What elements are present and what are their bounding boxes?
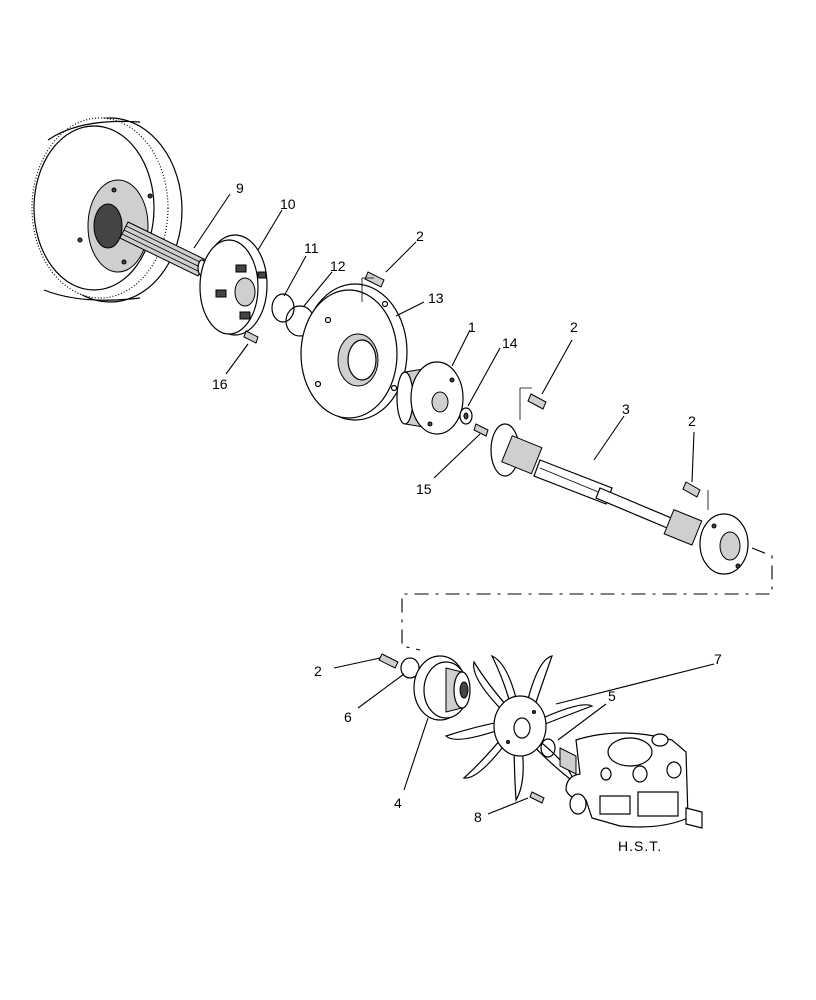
bolt xyxy=(682,481,701,498)
callout-14: 14 xyxy=(502,335,518,351)
callout-10: 10 xyxy=(280,196,296,212)
bolt xyxy=(527,393,547,410)
fan-hub xyxy=(413,655,471,721)
callout-15: 15 xyxy=(416,481,432,497)
callout-16: 16 xyxy=(212,376,228,392)
flywheel xyxy=(31,117,183,303)
snap-ring xyxy=(271,293,295,323)
bolt xyxy=(364,271,385,288)
callout-3: 3 xyxy=(622,401,630,417)
callout-6: 6 xyxy=(344,709,352,725)
callout-12: 12 xyxy=(330,258,346,274)
bolt xyxy=(378,653,399,669)
callout-9: 9 xyxy=(236,180,244,196)
bolt xyxy=(243,330,259,344)
hst-pump xyxy=(559,732,703,829)
callouts: 9 10 11 12 2 13 1 14 16 15 2 3 2 2 6 4 7… xyxy=(212,180,722,825)
callout-2-lower: 2 xyxy=(314,663,322,679)
callout-1: 1 xyxy=(468,319,476,335)
washer xyxy=(459,407,473,425)
callout-4: 4 xyxy=(394,795,402,811)
leader-lines xyxy=(193,193,715,815)
callout-11: 11 xyxy=(304,240,319,256)
adapter-housing xyxy=(300,283,408,421)
bolt xyxy=(529,791,545,804)
callout-2-right: 2 xyxy=(688,413,696,429)
callout-13: 13 xyxy=(428,290,444,306)
callout-2-top: 2 xyxy=(416,228,424,244)
callout-7: 7 xyxy=(714,651,722,667)
damper-plate xyxy=(199,234,268,336)
callout-2-mid: 2 xyxy=(570,319,578,335)
callout-5: 5 xyxy=(608,688,616,704)
coupling-hub xyxy=(396,361,464,435)
seal-ring xyxy=(540,738,556,758)
cooling-fan xyxy=(444,654,594,802)
drive-shaft xyxy=(490,423,749,575)
callout-8: 8 xyxy=(474,809,482,825)
bolt xyxy=(473,423,489,437)
hst-caption: H.S.T. xyxy=(618,838,662,854)
